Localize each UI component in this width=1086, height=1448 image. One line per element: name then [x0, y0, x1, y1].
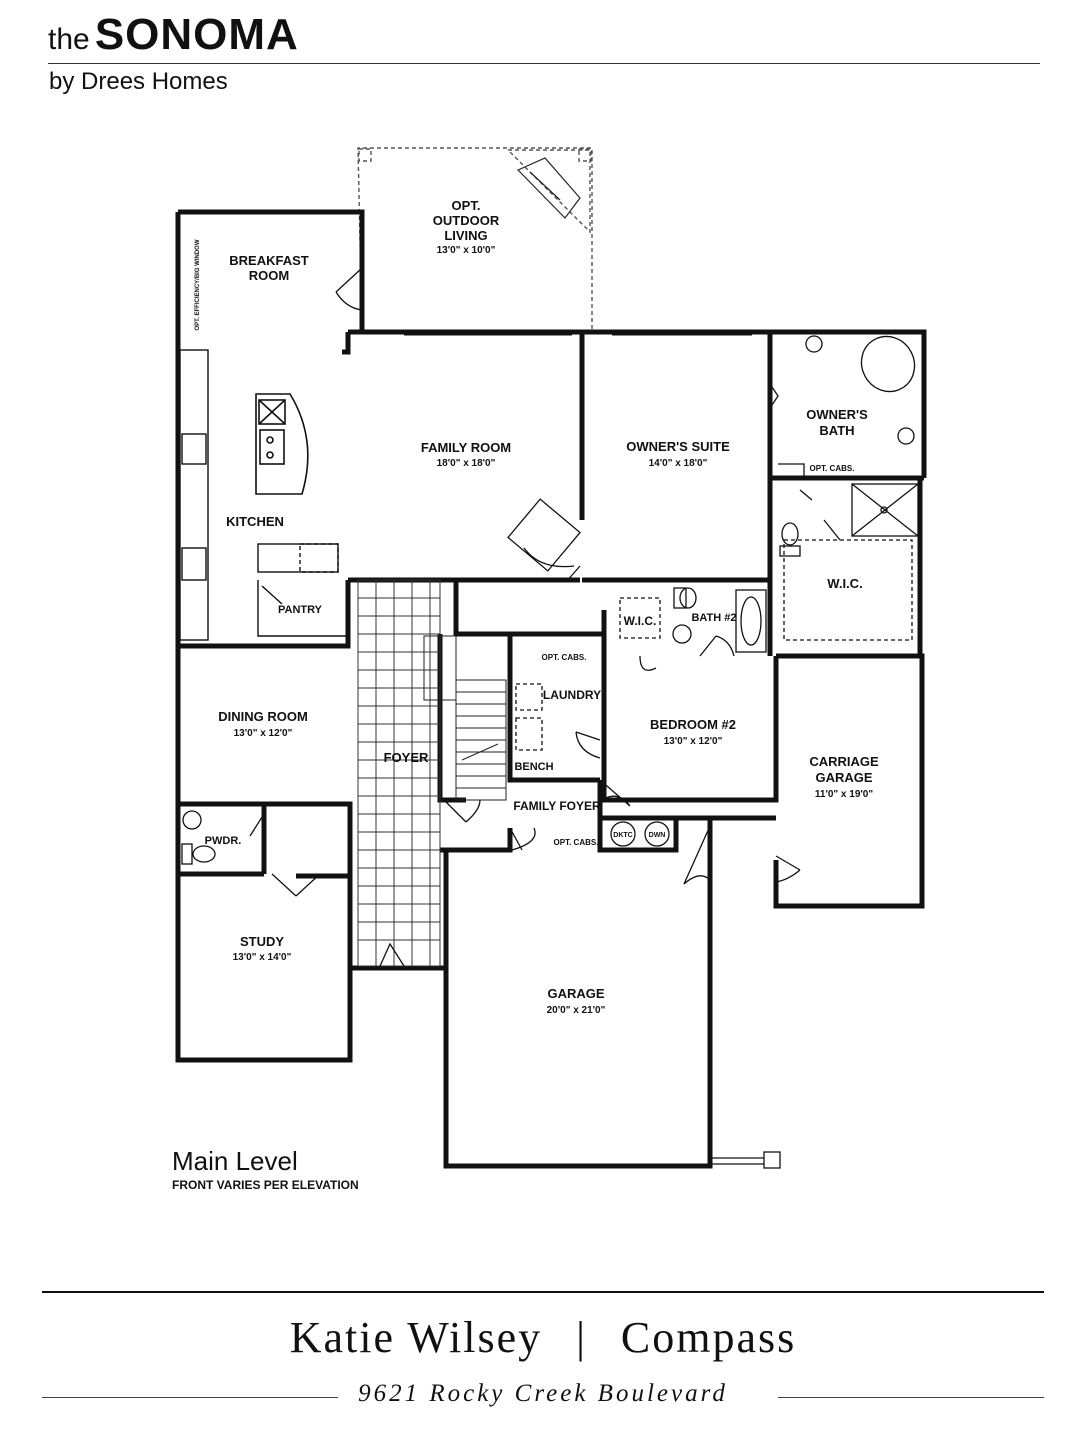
- address-row: 9621 Rocky Creek Boulevard: [0, 1380, 1086, 1416]
- fixtures: [181, 335, 919, 1169]
- label-wic-bed2: W.I.C.: [624, 614, 657, 628]
- label-pantry: PANTRY: [278, 604, 323, 616]
- label-carriage-line1: CARRIAGE: [809, 754, 879, 769]
- label-opt-cabs-foyer: OPT. CABS.: [554, 838, 599, 847]
- label-powder: PWDR.: [205, 835, 242, 847]
- agent-separator: |: [576, 1313, 587, 1362]
- foyer-tile: [357, 579, 441, 967]
- plan-title: the SONOMA: [48, 10, 299, 60]
- label-bedroom2-size: 13'0" x 12'0": [664, 736, 723, 747]
- label-breakfast-line2: ROOM: [249, 268, 289, 283]
- label-garage: GARAGE: [547, 986, 604, 1001]
- agent-name: Katie Wilsey: [289, 1313, 543, 1362]
- address-rule-left: [42, 1397, 338, 1398]
- label-outdoor-line3: LIVING: [444, 228, 487, 243]
- kitchen-counters: [179, 349, 346, 641]
- label-family-room: FAMILY ROOM: [421, 440, 511, 455]
- footer-divider: [42, 1291, 1044, 1293]
- label-family-foyer: FAMILY FOYER: [513, 799, 601, 813]
- label-foyer: FOYER: [384, 750, 429, 765]
- label-owners-suite: OWNER'S SUITE: [626, 439, 730, 454]
- label-laundry: LAUNDRY: [543, 688, 601, 702]
- header: the SONOMA by Drees Homes: [0, 0, 1086, 110]
- agent-line: Katie Wilsey | Compass: [0, 1312, 1086, 1363]
- brokerage-name: Compass: [620, 1313, 797, 1362]
- label-bath2: BATH #2: [691, 612, 736, 624]
- label-dktc: DKTC: [613, 832, 632, 839]
- windows: [175, 244, 900, 1169]
- level-name: Main Level: [172, 1146, 298, 1176]
- label-carriage-size: 11'0" x 19'0": [815, 789, 873, 800]
- title-model-name: SONOMA: [94, 10, 299, 59]
- label-bedroom2: BEDROOM #2: [650, 717, 736, 732]
- label-bench: BENCH: [514, 761, 553, 773]
- label-opt-cabs-laundry: OPT. CABS.: [542, 653, 587, 662]
- label-dining-room: DINING ROOM: [218, 709, 308, 724]
- title-prefix: the: [48, 23, 90, 56]
- property-address: 9621 Rocky Creek Boulevard: [358, 1380, 728, 1407]
- label-wic-owner: W.I.C.: [827, 576, 862, 591]
- label-outdoor-line1: OPT.: [452, 198, 481, 213]
- address-rule-right: [778, 1397, 1044, 1398]
- label-breakfast-line1: BREAKFAST: [229, 253, 309, 268]
- label-study: STUDY: [240, 934, 284, 949]
- label-carriage-line2: GARAGE: [815, 770, 872, 785]
- label-family-room-size: 18'0" x 18'0": [437, 458, 496, 469]
- stairs: [423, 635, 507, 801]
- level-note: FRONT VARIES PER ELEVATION: [172, 1178, 359, 1192]
- label-dining-room-size: 13'0" x 12'0": [234, 728, 293, 739]
- fireplace-outdoor: [516, 157, 581, 219]
- label-outdoor-size: 13'0" x 10'0": [437, 245, 496, 256]
- header-divider: [48, 63, 1040, 64]
- kitchen-island: [255, 393, 309, 495]
- label-owners-bath-line2: BATH: [819, 423, 854, 438]
- builder-name: by Drees Homes: [49, 68, 228, 95]
- label-owners-suite-size: 14'0" x 18'0": [649, 458, 708, 469]
- label-opt-vertical: OPT. EFFICIENCY/BIG WINDOW: [195, 239, 201, 330]
- label-dwn: DWN: [649, 832, 666, 839]
- room-labels: OPT. OUTDOOR LIVING 13'0" x 10'0" BREAKF…: [195, 198, 879, 1016]
- label-outdoor-line2: OUTDOOR: [433, 213, 500, 228]
- label-opt-cabs-bath: OPT. CABS.: [810, 464, 855, 473]
- label-kitchen: KITCHEN: [226, 514, 284, 529]
- doors: [249, 267, 841, 967]
- label-garage-size: 20'0" x 21'0": [547, 1005, 606, 1016]
- label-study-size: 13'0" x 14'0": [233, 952, 292, 963]
- label-owners-bath-line1: OWNER'S: [806, 407, 868, 422]
